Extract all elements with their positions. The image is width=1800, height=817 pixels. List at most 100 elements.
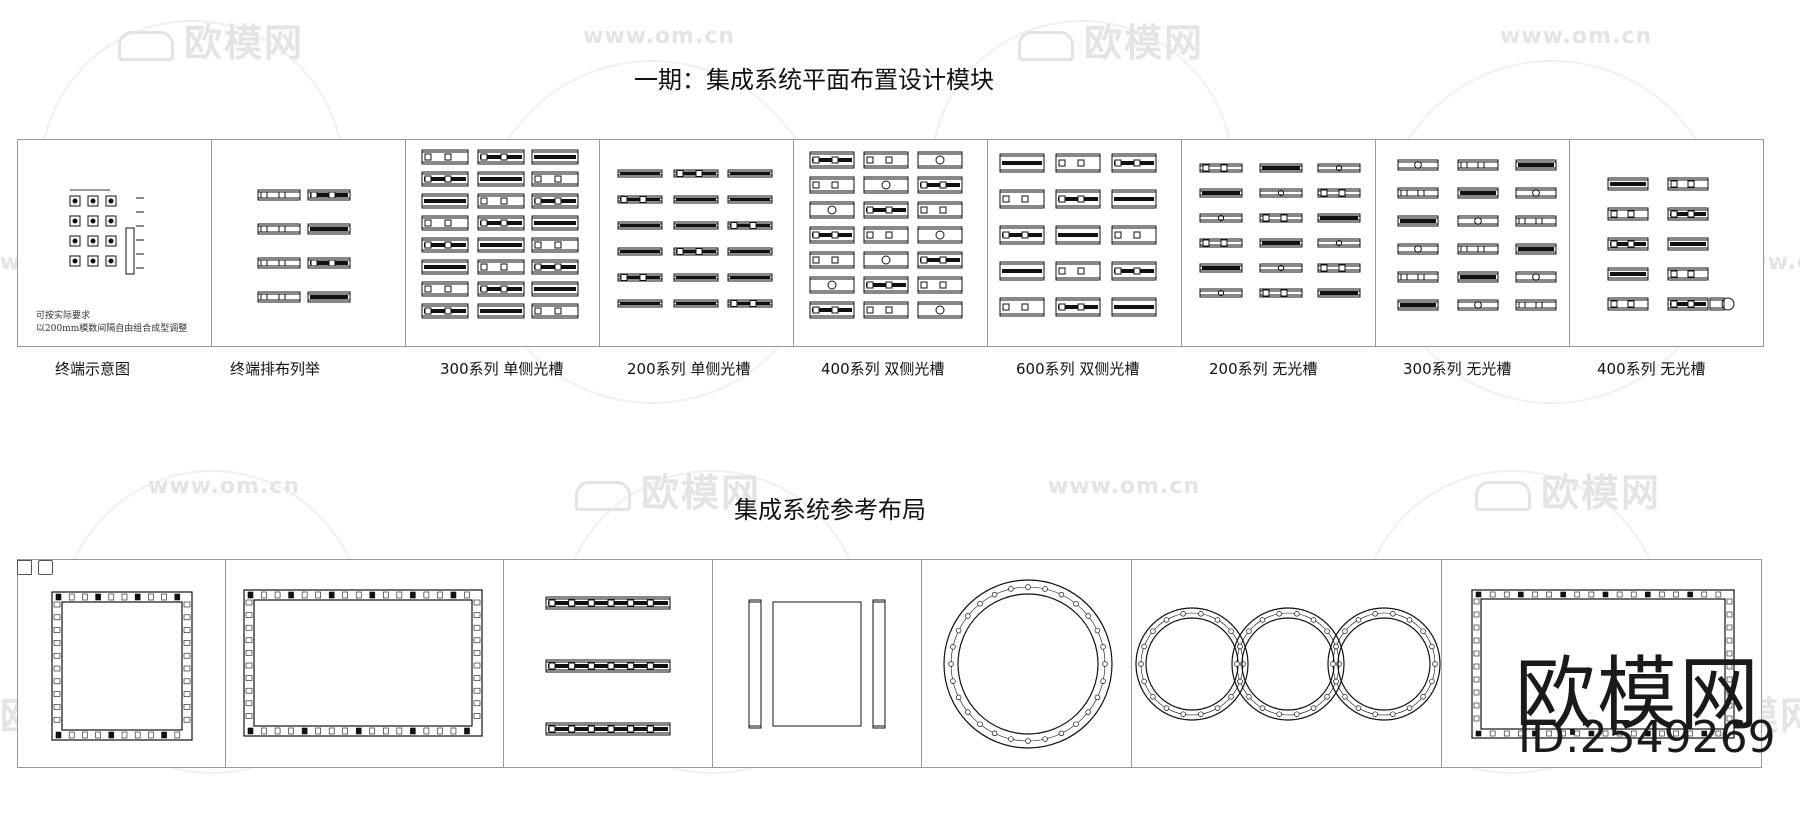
ceiling-module — [421, 149, 469, 165]
frame-terminal — [108, 731, 115, 739]
module-panel-row: 可按实际要求 以200mm模数间隔自由组合成型调整 — [17, 139, 1764, 347]
layout-drawing — [1471, 589, 1735, 739]
terminal-box — [568, 599, 576, 607]
ceiling-module — [673, 273, 719, 282]
frame-terminal — [134, 593, 141, 601]
watermark-logo: 欧模网 — [1475, 462, 1661, 517]
ceiling-module — [1457, 243, 1499, 255]
frame-terminal — [53, 704, 61, 710]
frame-terminal — [1726, 611, 1733, 618]
light-slot — [480, 243, 522, 247]
terminal-note-line: 以200mm模数间隔自由组合成型调整 — [36, 324, 188, 334]
frame-terminal — [183, 614, 191, 621]
frame-terminal — [1503, 591, 1510, 598]
terminal-box — [554, 197, 562, 205]
ring-terminal — [965, 613, 971, 619]
layout-parallel-bars — [503, 559, 713, 768]
terminal-box — [260, 225, 268, 233]
module-outline — [1199, 213, 1243, 223]
ceiling-module — [617, 299, 663, 308]
terminal-strip — [125, 227, 135, 275]
ceiling-module — [257, 189, 301, 201]
ceiling-module — [421, 193, 469, 209]
ring-terminal — [1372, 611, 1378, 617]
circle-toggle-icon[interactable] — [38, 560, 53, 575]
module-outline — [1515, 271, 1557, 283]
frame-terminal — [274, 727, 281, 735]
ceiling-module — [1709, 297, 1725, 311]
ring-terminal — [1342, 694, 1348, 700]
ring-terminal — [977, 721, 983, 727]
frame-terminal — [53, 640, 61, 646]
watermark-url: www.om.cn — [1048, 474, 1201, 499]
terminal-box — [676, 170, 684, 177]
frame-terminal — [183, 716, 191, 723]
frame-layout — [51, 591, 193, 741]
ceiling-module — [1397, 187, 1439, 199]
frame-terminal — [1473, 637, 1480, 644]
ceiling-module — [1055, 189, 1101, 209]
frame-terminal — [315, 591, 321, 599]
terminal-box — [607, 662, 615, 670]
terminal-box — [749, 222, 757, 229]
frame-terminal — [1726, 689, 1733, 696]
frame-terminal — [1473, 715, 1480, 722]
ring-mid — [1332, 612, 1436, 716]
ring-terminal — [1276, 611, 1282, 617]
terminal-box — [1262, 214, 1270, 222]
light-slot — [1202, 266, 1240, 270]
reference-layout-title: 集成系统参考布局 — [734, 496, 926, 524]
terminal-box — [278, 293, 286, 301]
terminal-box — [500, 197, 508, 205]
frame-terminal — [1715, 591, 1722, 598]
light-slot — [1114, 197, 1154, 201]
frame-terminal — [245, 675, 253, 681]
terminal-box — [328, 259, 336, 267]
ceiling-module — [1667, 267, 1709, 281]
ceiling-module — [863, 151, 909, 169]
panel-toggle-icon[interactable] — [17, 560, 32, 575]
ceiling-module — [917, 151, 963, 169]
ring-terminal — [1100, 644, 1106, 650]
light-slot — [676, 275, 716, 280]
ceiling-module — [1607, 237, 1649, 251]
terminal-box — [812, 306, 820, 314]
terminal-box — [1477, 245, 1485, 253]
terminal-box — [1670, 270, 1678, 278]
terminal-dot — [90, 198, 96, 204]
terminal-box — [424, 175, 432, 183]
ring-terminal — [1163, 705, 1170, 711]
terminal-note: 可按实际要求 以200mm模数间隔自由组合成型调整 — [36, 310, 187, 336]
light-slot — [676, 223, 716, 228]
frame-terminal — [1518, 591, 1524, 598]
panel-200-single-slot — [599, 139, 794, 347]
ceiling-module — [1457, 271, 1499, 283]
terminal-dot — [108, 258, 114, 264]
frame-terminal — [1616, 591, 1623, 598]
frame-terminal — [473, 599, 481, 606]
terminal-box — [812, 256, 820, 264]
frame-terminal — [245, 637, 253, 644]
ceiling-module — [673, 169, 719, 178]
light-slot — [620, 171, 660, 176]
ceiling-module — [809, 201, 855, 219]
frame-terminal — [473, 700, 481, 707]
round-terminal — [1277, 264, 1285, 272]
terminal-box — [1320, 189, 1328, 197]
frame-terminal — [1726, 663, 1733, 670]
ring-terminal — [1259, 705, 1266, 711]
frame-terminal — [423, 727, 430, 735]
ceiling-module — [809, 176, 855, 194]
ring-terminal — [1198, 711, 1204, 717]
ceiling-module — [999, 153, 1045, 173]
terminal-box — [548, 725, 556, 733]
frame-terminal — [1645, 730, 1651, 737]
terminal-box — [831, 181, 839, 189]
light-slot — [1518, 163, 1554, 167]
light-slot — [1202, 191, 1240, 195]
frame-terminal — [1473, 676, 1480, 683]
ceiling-module — [1515, 187, 1557, 199]
module-outline — [1317, 163, 1361, 173]
terminal-box — [424, 153, 432, 161]
ring-terminal — [1429, 643, 1435, 650]
